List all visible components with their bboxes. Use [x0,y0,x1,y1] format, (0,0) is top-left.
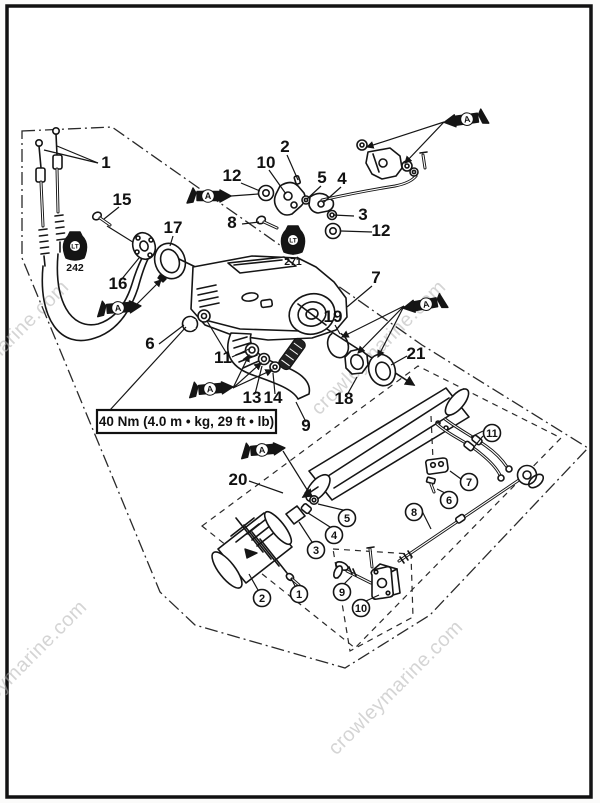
svg-text:A: A [463,114,471,125]
ref-marker-a: A [186,187,232,204]
alignment-dashed-line [430,415,434,461]
adhesive-code: LT [289,238,296,245]
grip-fasteners-3-4-5 [285,494,319,525]
callout-1: 1 [101,153,110,172]
callout-7: 7 [371,268,380,287]
callout-13: 13 [243,388,262,407]
callout-leaders [43,145,408,494]
svg-text:A: A [422,299,431,310]
circled-callout-5: 5 [344,513,350,525]
snap-ring-19 [326,331,350,359]
ref-marker-leaders [135,121,445,497]
adhesive-icon-242: LT 242 [62,231,88,274]
circled-callout-8: 8 [411,507,417,519]
svg-text:A: A [114,303,122,314]
washer-16 [131,231,157,261]
lower-cables [435,417,513,482]
callout-16: 16 [109,274,128,293]
torque-spec-text: 40 Nm (4.0 m • kg, 29 ft • lb) [99,414,274,429]
circled-callout-4: 4 [331,530,338,542]
callout-12: 12 [223,166,242,185]
circled-callouts: 1 2 3 4 5 6 7 8 9 10 11 [252,423,502,618]
circled-callout-9: 9 [339,587,345,599]
callout-14: 14 [264,388,283,407]
link-rod-8 [397,464,545,564]
plate-18 [344,348,369,375]
callout-15: 15 [113,190,132,209]
ref-marker-a: A [96,300,142,318]
washers-13-14 [244,342,281,373]
throttle-cables [34,127,149,342]
circled-callout-10: 10 [355,603,367,615]
callout-21: 21 [407,344,426,363]
clamp-bracket-10 [370,563,401,600]
cable-clamp-7 [424,457,449,475]
callout-3: 3 [358,205,367,224]
ref-marker-a: A [402,292,449,313]
nut-6 [181,315,199,333]
bracket-dashed-box [332,548,414,652]
callout-18: 18 [335,389,354,408]
steering-bracket [356,139,428,180]
circled-callout-leaders [248,430,484,602]
callout-6: 6 [145,334,154,353]
callout-17: 17 [164,218,183,237]
torque-spec-box: 40 Nm (4.0 m • kg, 29 ft • lb) [95,326,278,435]
washer-11 [197,309,211,323]
ref-marker-a: A [240,442,286,460]
callout-20: 20 [229,470,248,489]
circled-callout-6: 6 [446,495,452,507]
ref-marker-a: A [188,381,234,399]
callout-10: 10 [257,153,276,172]
seal-ring-17 [153,242,187,283]
callout-2: 2 [280,137,289,156]
callout-8: 8 [227,213,236,232]
circled-callout-3: 3 [313,545,319,557]
circled-callout-1: 1 [296,589,302,601]
svg-text:A: A [205,191,212,201]
adhesive-number: 271 [284,256,302,268]
callout-19: 19 [324,307,343,326]
ref-marker-a: A [443,108,490,128]
svg-text:A: A [206,384,214,395]
bushing-21 [367,353,397,387]
adhesive-icon-271: LT 271 [280,225,306,268]
circled-callout-11: 11 [486,428,498,440]
callout-labels: 1 15 17 16 2 10 12 5 4 3 8 12 7 19 18 21… [101,137,425,489]
callout-5: 5 [317,168,326,187]
circled-callout-7: 7 [466,477,472,489]
assembly-boundary-outline [21,126,590,669]
adhesive-number: 242 [66,262,84,274]
lower-assembly-dashed-box [201,365,563,649]
adhesive-code: LT [71,244,78,251]
page-border-frame [5,4,593,799]
callout-4: 4 [337,169,347,188]
circled-callout-2: 2 [259,593,265,605]
callout-11: 11 [214,348,232,367]
callout-9: 9 [301,416,310,435]
throttle-grip [211,510,293,589]
callout-12: 12 [372,221,391,240]
exploded-axis-arrow [326,328,416,386]
upper-housing [190,255,348,341]
wing-screw-9 [333,546,375,585]
svg-text:A: A [258,445,266,456]
clamp-bolt-6 [425,476,436,494]
